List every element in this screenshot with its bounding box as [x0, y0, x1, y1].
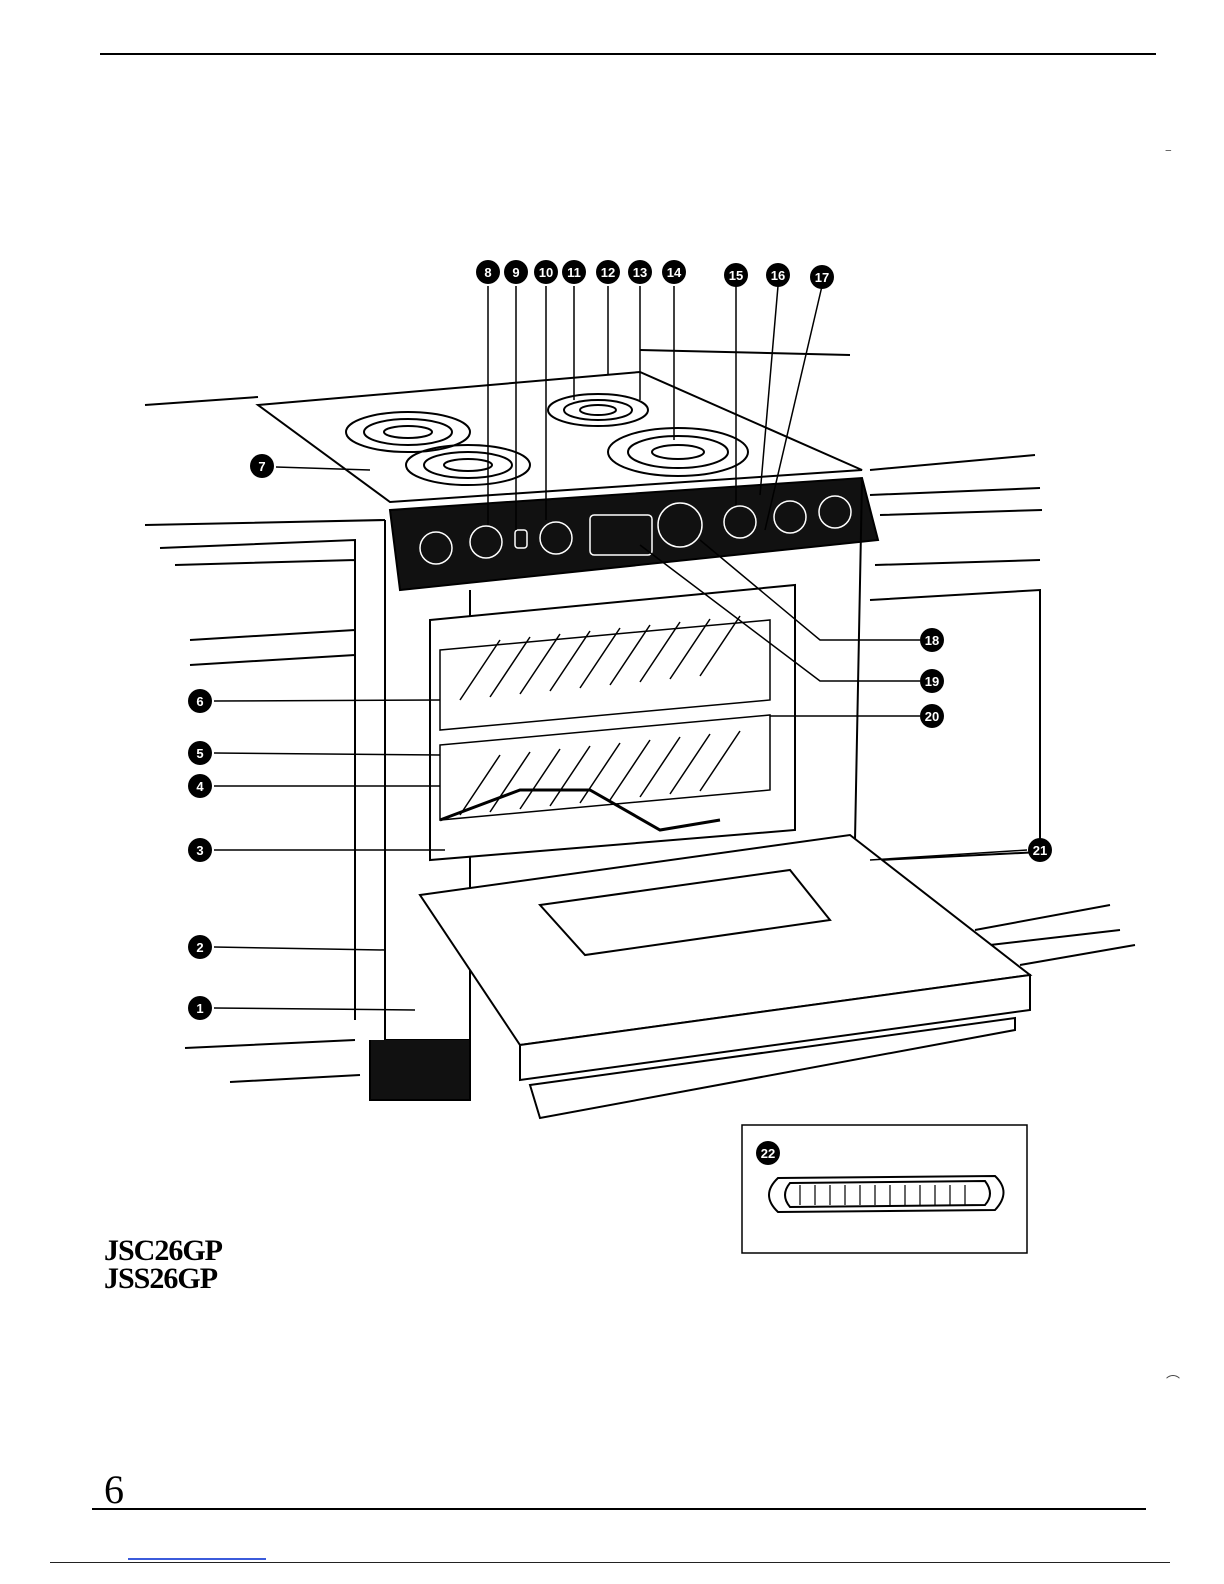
callout-13: 13 [628, 260, 652, 284]
svg-text:17: 17 [815, 270, 829, 285]
svg-text:5: 5 [196, 746, 203, 761]
svg-text:9: 9 [512, 265, 519, 280]
svg-text:15: 15 [729, 268, 743, 283]
callout-6: 6 [188, 689, 212, 713]
svg-text:21: 21 [1033, 843, 1047, 858]
oven-cavity [430, 585, 795, 860]
callout-20: 20 [920, 704, 944, 728]
model-number-2: JSS26GP [104, 1264, 217, 1294]
storage-drawer [370, 1040, 470, 1100]
callout-14: 14 [662, 260, 686, 284]
svg-text:22: 22 [761, 1146, 775, 1161]
svg-text:11: 11 [567, 265, 581, 280]
callout-11: 11 [562, 260, 586, 284]
callout-1: 1 [188, 996, 212, 1020]
callout-7: 7 [250, 454, 274, 478]
svg-text:4: 4 [196, 779, 204, 794]
callout-16: 16 [766, 263, 790, 287]
callout-9: 9 [504, 260, 528, 284]
broiler-pan-inset [742, 1125, 1027, 1253]
footer-link-underline [128, 1558, 266, 1560]
callout-12: 12 [596, 260, 620, 284]
svg-text:2: 2 [196, 940, 203, 955]
footer-rule [50, 1562, 1170, 1563]
callout-2: 2 [188, 935, 212, 959]
svg-text:7: 7 [258, 459, 265, 474]
svg-text:20: 20 [925, 709, 939, 724]
callout-19: 19 [920, 669, 944, 693]
callout-8: 8 [476, 260, 500, 284]
callout-18: 18 [920, 628, 944, 652]
svg-text:6: 6 [196, 694, 203, 709]
svg-text:10: 10 [539, 265, 553, 280]
svg-text:14: 14 [667, 265, 682, 280]
page-number: 6 [104, 1466, 124, 1513]
svg-text:19: 19 [925, 674, 939, 689]
callout-10: 10 [534, 260, 558, 284]
left-countertop [145, 397, 385, 1082]
callout-22: 22 [756, 1141, 780, 1165]
svg-text:16: 16 [771, 268, 785, 283]
callout-17: 17 [810, 265, 834, 289]
svg-text:18: 18 [925, 633, 939, 648]
bottom-rule [92, 1508, 1146, 1510]
callout-21: 21 [1028, 838, 1052, 862]
callout-15: 15 [724, 263, 748, 287]
svg-text:13: 13 [633, 265, 647, 280]
callout-3: 3 [188, 838, 212, 862]
svg-text:1: 1 [196, 1001, 203, 1016]
svg-text:3: 3 [196, 843, 203, 858]
svg-text:8: 8 [484, 265, 491, 280]
callout-5: 5 [188, 741, 212, 765]
callout-4: 4 [188, 774, 212, 798]
svg-text:12: 12 [601, 265, 615, 280]
